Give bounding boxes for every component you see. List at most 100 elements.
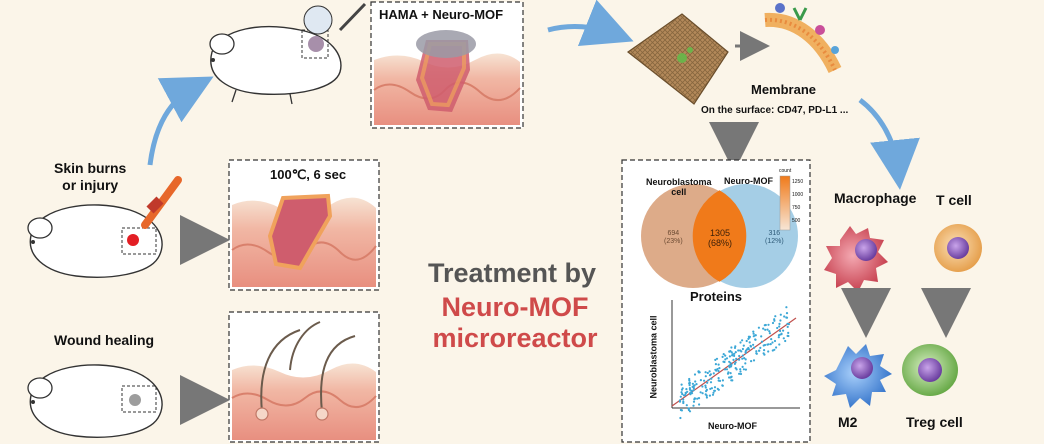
arrow-up-left [147,76,214,166]
scatter-point [692,389,695,392]
scatter-point [762,327,765,330]
scatter-point [680,388,684,391]
scatter-point [734,361,737,364]
scatter-point [728,350,731,353]
scatter-point [775,346,778,349]
scatter-point [717,379,720,382]
scatter-point [717,388,720,391]
scatter-point [787,334,790,338]
scatter-points [678,306,791,420]
hama-label: HAMA + Neuro-MOF [379,7,504,22]
scatter-point [697,397,701,400]
scatter-point [730,375,733,378]
venn-left-title: Neuroblastoma cell [646,177,712,197]
microreactor-icon [626,13,729,105]
scatter-point [726,372,730,375]
venn-right-count: 316 (12%) [765,230,784,246]
scatter-point [706,371,709,375]
scatter-point [762,344,765,347]
scatter-point [678,399,682,402]
scatter-point [752,335,755,338]
scatter-point [721,355,724,358]
scatter-point [760,335,763,338]
scatter-point [703,379,706,382]
scatter-point [722,360,725,363]
scatter-point [682,394,686,397]
scatter-point [735,357,738,360]
scatter-point [705,396,709,399]
scatter-point [699,379,703,382]
scatter-point [705,388,709,391]
tcell-label: T cell [936,192,972,208]
scatter-point [734,351,737,354]
scatter-point [774,315,777,318]
scatter-point [755,350,758,353]
scatter-point [693,373,697,376]
arrow-to-microreactor [547,0,634,47]
center-title-line2: Neuro-MOF [441,292,589,322]
scatter-point [766,328,769,331]
scatter-point [694,380,697,383]
scatter-point [744,351,747,354]
scatter-point [696,397,699,400]
scatter-point [773,319,776,322]
injury-label-line2: or injury [62,177,119,193]
scatter-point [722,353,725,356]
scatter-point [785,316,788,319]
colorbar-tick: 750 [792,205,801,211]
proteins-panel [621,159,811,443]
venn-overlap-pct: (68%) [708,238,733,248]
scatter-point [680,409,684,412]
venn-left-title-line2: cell [671,187,687,197]
scatter-point [701,385,704,388]
scatter-point [728,360,731,363]
scatter-point [783,315,786,318]
membrane-label: Membrane [751,82,817,97]
scatter-point [738,354,741,358]
scatter-point [717,369,720,373]
scatter-plot [671,300,800,420]
scatter-point [752,343,755,346]
scatter-point [709,381,713,384]
scatter-point [709,387,712,390]
scatter-point [725,357,729,360]
scatter-point [712,372,715,375]
scatter-point [749,345,753,348]
scatter-point [729,372,732,375]
center-title-line1: Treatment by [428,258,597,288]
venn-overlap-value: 1305 [709,228,731,238]
scatter-point [692,400,696,403]
scatter-point [754,334,757,337]
scatter-point [786,322,789,325]
scatter-point [778,325,781,328]
scatter-point [733,354,736,357]
scatter-point [786,325,789,328]
scatter-point [777,336,780,339]
macrophage-cell-icon [824,226,888,292]
scatter-xlabel: Neuro-MOF [708,421,757,431]
scatter-point [769,343,772,346]
hama-panel [370,1,524,129]
scatter-point [767,323,770,326]
scatter-point [730,346,733,349]
scatter-point [752,332,755,335]
scatter-point [779,319,782,322]
scatter-point [741,339,744,342]
scatter-point [679,395,682,398]
scatter-point [764,323,767,327]
scatter-point [695,383,698,386]
scatter-point [739,349,742,352]
treg-label: Treg cell [906,414,963,430]
scatter-point [730,351,733,354]
membrane-icon [764,3,842,74]
scatter-point [728,366,731,369]
scatter-point [711,393,715,396]
scatter-point [704,393,707,396]
scatter-point [704,375,707,378]
scatter-point [721,384,724,387]
scatter-point [721,379,725,382]
scatter-point [712,391,715,394]
venn-right-count-pct: (12%) [765,238,784,245]
scatter-point [742,344,745,347]
colorbar-ticks: 1250 1000 750 500 [792,176,803,228]
